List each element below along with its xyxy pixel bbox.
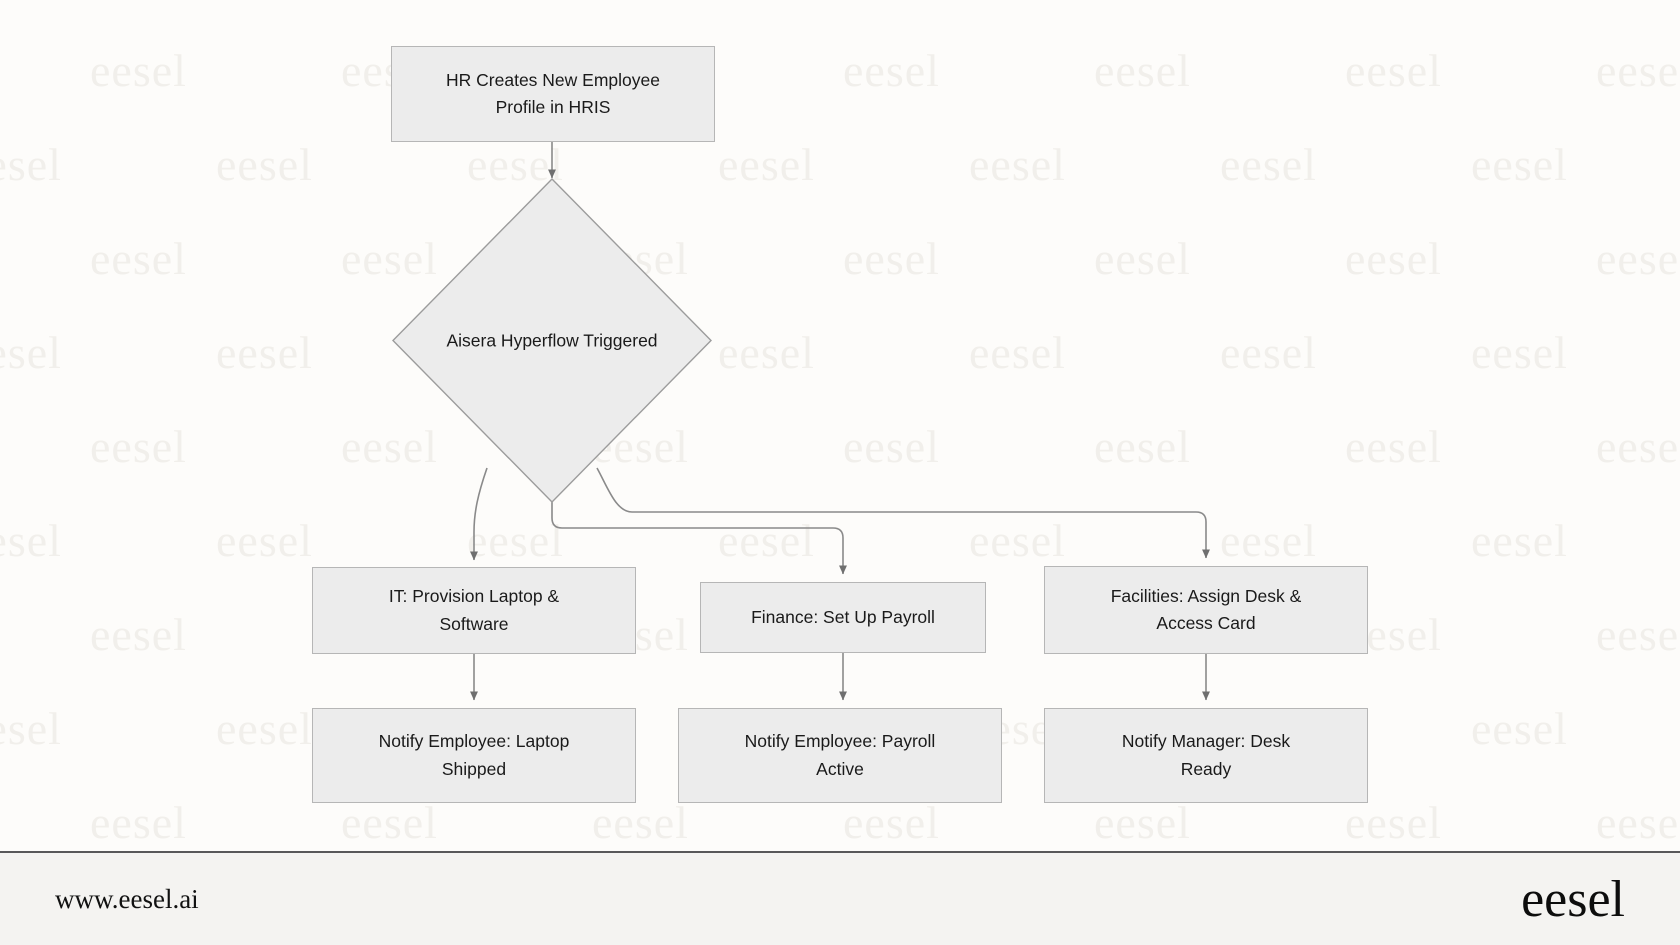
node-label: Notify Manager: Desk Ready: [1121, 731, 1291, 779]
node-hr-creates-profile[interactable]: HR Creates New Employee Profile in HRIS: [391, 46, 715, 142]
footer-url[interactable]: www.eesel.ai: [55, 883, 199, 914]
footer-bar: www.eesel.ai eesel: [0, 851, 1680, 945]
diamond-shape: [392, 178, 712, 503]
edge-decision-to-facilities: [596, 467, 1210, 559]
flowchart-canvas: HR Creates New Employee Profile in HRIS …: [312, 46, 1368, 803]
edge-decision-to-it: [470, 467, 488, 561]
node-label: Notify Employee: Payroll Active: [744, 731, 936, 779]
node-notify-laptop[interactable]: Notify Employee: Laptop Shipped: [312, 708, 636, 803]
node-hyperflow-triggered[interactable]: Aisera Hyperflow Triggered: [392, 178, 712, 503]
edge-decision-to-finance: [551, 502, 847, 575]
eesel-logo: eesel: [1521, 870, 1625, 928]
node-facilities-desk[interactable]: Facilities: Assign Desk & Access Card: [1044, 566, 1368, 654]
node-it-provision[interactable]: IT: Provision Laptop & Software: [312, 567, 636, 654]
node-finance-payroll[interactable]: Finance: Set Up Payroll: [700, 582, 986, 653]
node-label: Notify Employee: Laptop Shipped: [378, 731, 570, 779]
flowchart-edges: [470, 141, 1210, 701]
node-label: Facilities: Assign Desk & Access Card: [1110, 585, 1302, 633]
node-notify-desk[interactable]: Notify Manager: Desk Ready: [1044, 708, 1368, 803]
node-label: HR Creates New Employee Profile in HRIS: [446, 69, 660, 117]
node-label: Finance: Set Up Payroll: [751, 606, 935, 627]
node-notify-payroll[interactable]: Notify Employee: Payroll Active: [678, 708, 1002, 803]
node-label: IT: Provision Laptop & Software: [388, 586, 560, 634]
node-label: Aisera Hyperflow Triggered: [446, 330, 658, 350]
